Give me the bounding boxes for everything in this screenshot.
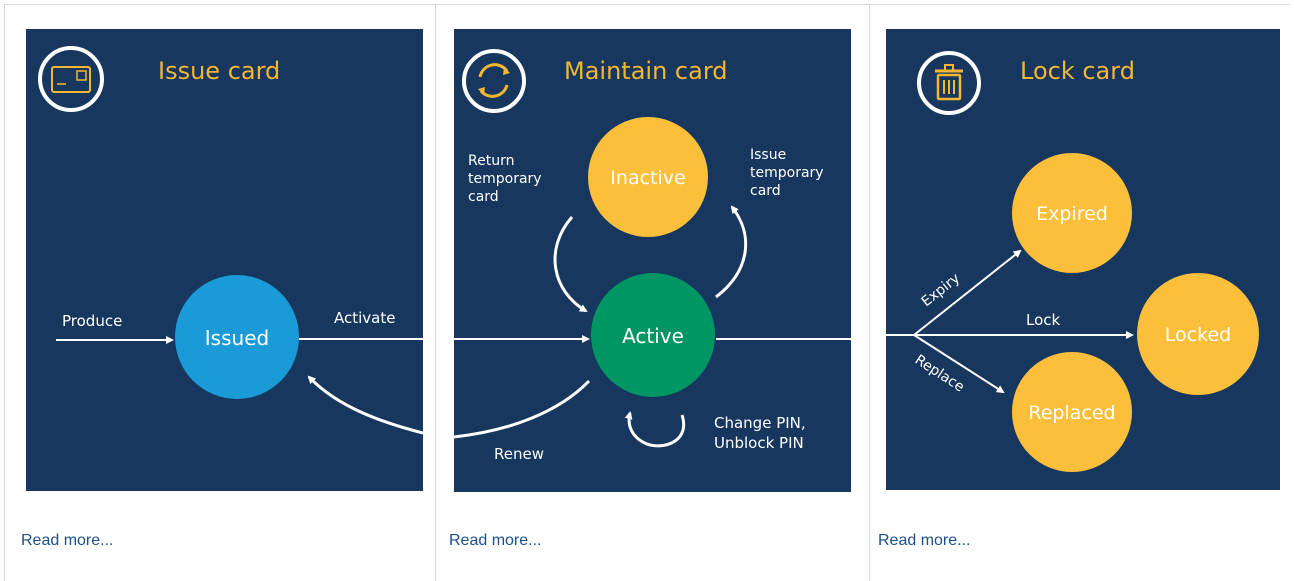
renew-line (454, 379, 591, 439)
change-pin-label: Change PIN, Unblock PIN (714, 414, 810, 452)
return-temporary-arrow (553, 216, 588, 313)
lock-card-column: Lock card Expiry Lock Replace Expired Lo… (870, 4, 1294, 581)
issue-card-column: Issue card Produce Issued Activate Read … (4, 4, 436, 581)
issued-label: Issued (205, 326, 269, 350)
active-node (591, 273, 715, 397)
issue-temporary-card-label: Issue temporary card (750, 147, 828, 199)
cards-table (4, 4, 1290, 581)
locked-node (1137, 273, 1259, 395)
panel-title: Lock card (1020, 57, 1135, 85)
locked-label: Locked (1165, 324, 1231, 346)
panel-background (454, 29, 851, 492)
lock-label: Lock (1026, 311, 1061, 329)
maintain-card-panel: Maintain card Inactive Return temporary … (454, 29, 851, 492)
return-temporary-card-label: Return temporary card (468, 153, 546, 205)
panel-title: Issue card (158, 57, 280, 85)
lock-card-panel: Lock card Expiry Lock Replace Expired Lo… (886, 29, 1280, 490)
activate-label: Activate (334, 309, 395, 327)
credit-card-icon (38, 46, 104, 112)
issue-temporary-arrow (715, 205, 748, 299)
read-more-link[interactable]: Read more... (449, 532, 542, 549)
issue-card-panel: Issue card Produce Issued Activate (26, 29, 423, 491)
renew-return-arrow (307, 375, 423, 435)
expired-node (1012, 153, 1132, 273)
produce-label: Produce (62, 312, 122, 330)
panel-title: Maintain card (564, 57, 728, 85)
panel-background (26, 29, 423, 491)
replaced-label: Replaced (1028, 402, 1115, 424)
read-more-link[interactable]: Read more... (21, 532, 114, 549)
active-label: Active (622, 324, 684, 348)
refresh-icon (462, 49, 526, 113)
issued-node (175, 275, 299, 399)
expired-label: Expired (1036, 203, 1108, 225)
change-pin-loop-arrow (624, 411, 686, 448)
replace-arrow (913, 334, 1005, 394)
inactive-node (588, 117, 708, 237)
read-more-link[interactable]: Read more... (878, 532, 971, 549)
trash-icon (917, 51, 981, 115)
replaced-node (1012, 352, 1132, 472)
maintain-card-column: Maintain card Inactive Return temporary … (436, 4, 870, 581)
expiry-arrow (913, 249, 1022, 336)
inactive-label: Inactive (610, 167, 685, 189)
renew-label: Renew (494, 445, 544, 463)
